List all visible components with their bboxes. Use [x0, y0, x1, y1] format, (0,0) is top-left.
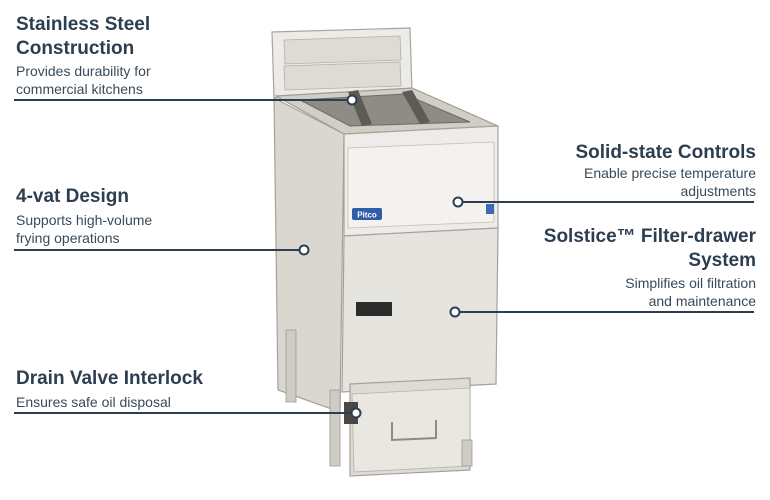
marker-controls-icon — [452, 196, 464, 208]
feature-vat-desc-1: Supports high-volume — [16, 212, 153, 228]
feature-stainless-desc-1: Provides durability for — [16, 63, 151, 79]
feature-filter-desc-1: Simplifies oil filtration — [625, 275, 756, 291]
feature-vat-desc-2: frying operations — [16, 230, 120, 246]
feature-controls-desc-2: adjustments — [680, 183, 756, 199]
marker-drain-icon — [350, 407, 362, 419]
marker-vat-icon — [298, 244, 310, 256]
brand-badge-shape — [352, 208, 382, 220]
feature-drain-desc: Ensures safe oil disposal — [16, 394, 171, 410]
feature-filter-title-2: System — [688, 250, 756, 271]
marker-stainless-icon — [346, 94, 358, 106]
feature-stainless-title-1: Stainless Steel — [16, 14, 151, 35]
control-sticker-icon — [486, 204, 494, 214]
brand-badge: Pitco — [357, 211, 377, 220]
drawer-handle-icon — [391, 420, 437, 442]
feature-filter-title-1: Solstice™ Filter-drawer — [543, 226, 756, 247]
feature-stainless-title-2: Construction — [16, 38, 135, 59]
marker-filter-icon — [449, 306, 461, 318]
feature-filter-desc-2: and maintenance — [648, 293, 756, 309]
door-handle-icon — [356, 302, 392, 316]
feature-stainless-desc-2: commercial kitchens — [16, 81, 143, 97]
feature-controls-desc-1: Enable precise temperature — [584, 165, 756, 181]
feature-vat-title: 4-vat Design — [16, 186, 129, 207]
feature-controls-title: Solid-state Controls — [575, 142, 756, 163]
feature-drain-title: Drain Valve Interlock — [16, 368, 203, 389]
